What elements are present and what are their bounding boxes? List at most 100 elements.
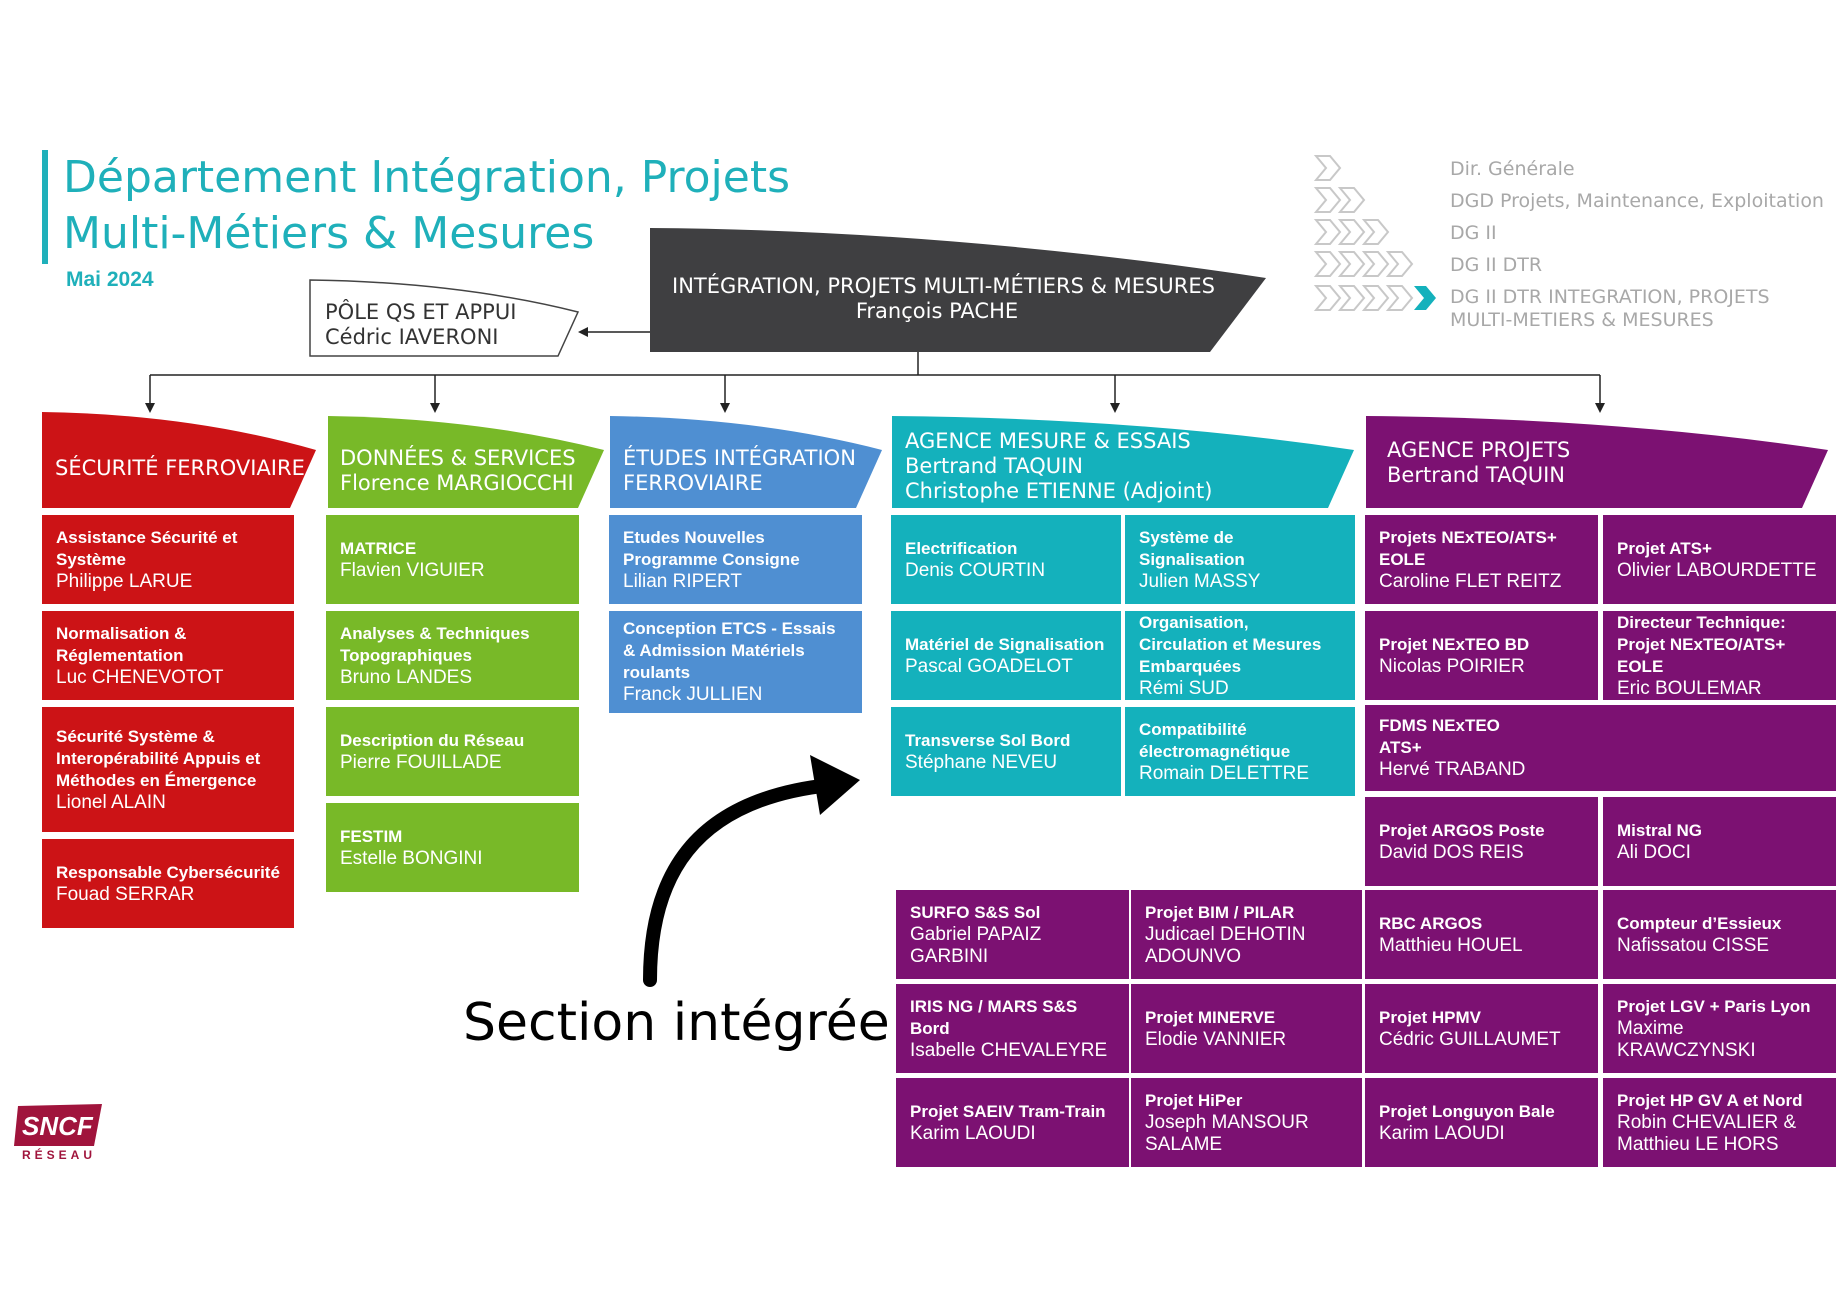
etudes-head-shape: [610, 416, 882, 508]
top-title: INTÉGRATION, PROJETS MULTI-MÉTIERS & MES…: [672, 274, 1215, 298]
box-person: Caroline FLET REITZ: [1379, 570, 1562, 592]
section-annotation: Section intégrée: [463, 993, 890, 1053]
box-person: Ali DOCI: [1617, 841, 1691, 863]
box-person: Matthieu HOUEL: [1379, 934, 1523, 956]
box-title: Projet Longuyon Bale: [1379, 1101, 1555, 1121]
box-title: Système de Signalisation: [1139, 527, 1245, 569]
box-title: IRIS NG / MARS S&S Bord: [910, 996, 1078, 1038]
hierarchy-level-5b: MULTI-METIERS & MESURES: [1450, 309, 1714, 331]
box-person: Olivier LABOURDETTE: [1617, 559, 1817, 581]
box-person: Nafissatou CISSE: [1617, 934, 1770, 956]
box-title: Projet ARGOS Poste: [1379, 820, 1545, 840]
box-person: Maxime KRAWCZYNSKI: [1617, 1017, 1756, 1061]
title-line-2: Multi-Métiers & Mesures: [63, 208, 595, 259]
box-title: Description du Réseau: [340, 730, 525, 750]
box-title: Projet HP GV A et Nord: [1617, 1090, 1803, 1110]
box-person: Estelle BONGINI: [340, 847, 483, 869]
box-person: Isabelle CHEVALEYRE: [910, 1039, 1108, 1061]
agence-mesure-head-shape: [892, 416, 1354, 508]
mesure-box-4: Organisation, Circulation et Mesures Emb…: [1125, 611, 1355, 700]
hierarchy-level-4: DG II DTR: [1450, 254, 1543, 276]
box-title: Projet HiPer: [1145, 1090, 1243, 1110]
box-person: Karim LAOUDI: [1379, 1122, 1505, 1144]
box-person: Lilian RIPERT: [623, 570, 742, 592]
agence-mesure-title: AGENCE MESURE & ESSAIS: [905, 429, 1191, 453]
box-person: Joseph MANSOUR SALAME: [1145, 1111, 1309, 1155]
box-person: Hervé TRABAND: [1379, 759, 1526, 780]
box-title: Normalisation & Réglementation: [56, 623, 187, 665]
hierarchy-chevrons-icon: [1313, 155, 1436, 311]
svg-text:SNCF: SNCF: [22, 1111, 94, 1141]
box-person: Gabriel PAPAIZ GARBINI: [910, 923, 1042, 967]
reseau-label: RÉSEAU: [22, 1148, 97, 1162]
projets-box-2: Projet ATS+Olivier LABOURDETTE: [1603, 515, 1836, 604]
box-person: David DOS REIS: [1379, 841, 1524, 863]
agence-mesure-person: Bertrand TAQUIN: [905, 454, 1084, 478]
box-title: Directeur Technique: Projet NExTEO/ATS+ …: [1617, 612, 1786, 676]
box-title: Compteur d’Essieux: [1617, 913, 1782, 933]
hierarchy-level-2: DGD Projets, Maintenance, Exploitation: [1450, 190, 1824, 212]
pole-person: Cédric IAVERONI: [325, 325, 499, 349]
agence-projets-head-shape: [1366, 416, 1828, 508]
box-title: Analyses & Techniques Topographiques: [340, 623, 530, 665]
box-title: Assistance Sécurité et Système: [56, 527, 238, 569]
agence-projets-person: Bertrand TAQUIN: [1387, 463, 1566, 487]
box-person: Denis COURTIN: [905, 559, 1046, 581]
box-title: Compatibilité électromagnétique: [1139, 719, 1291, 761]
box-title: Matériel de Signalisation: [905, 634, 1105, 654]
box-title: Projet NExTEO BD: [1379, 634, 1530, 654]
box-title: Projet BIM / PILAR: [1145, 902, 1295, 922]
date-label: Mai 2024: [66, 268, 154, 291]
box-person: Flavien VIGUIER: [340, 559, 485, 581]
securite-box-3: Sécurité Système & Interopérabilité Appu…: [42, 707, 294, 832]
box-title: Projet HPMV: [1379, 1007, 1482, 1027]
curved-arrow-icon: [643, 755, 860, 987]
securite-head-shape: [42, 412, 316, 508]
title-accent-bar: [42, 150, 48, 264]
donnees-head: DONNÉES & SERVICES Florence MARGIOCCHI: [340, 446, 576, 496]
box-person: Pascal GOADELOT: [905, 655, 1073, 677]
box-title: Transverse Sol Bord: [905, 730, 1071, 750]
box-person: Judicael DEHOTIN ADOUNVO: [1145, 923, 1306, 967]
box-title: FESTIM: [340, 826, 403, 846]
box-title: Projets NExTEO/ATS+ EOLE: [1379, 527, 1557, 569]
box-person: Robin CHEVALIER & Matthieu LE HORS: [1617, 1111, 1797, 1155]
page-title: Département Intégration, Projets Multi-M…: [63, 150, 790, 262]
securite-head: SÉCURITÉ FERROVIAIRE: [55, 456, 305, 480]
agence-mesure-head: AGENCE MESURE & ESSAIS Bertrand TAQUIN C…: [905, 429, 1212, 504]
donnees-head-shape: [328, 416, 604, 508]
sncf-logo-icon: SNCF: [14, 1104, 102, 1146]
box-person: Philippe LARUE: [56, 570, 193, 592]
hierarchy-level-5: DG II DTR INTEGRATION, PROJETS: [1450, 286, 1770, 308]
top-person: François PACHE: [855, 299, 1019, 323]
box-person: Julien MASSY: [1139, 570, 1261, 592]
projets-box-5: FDMS NExTEO ATS+Hervé TRABAND: [1365, 705, 1836, 791]
box-title: RBC ARGOS: [1379, 913, 1483, 933]
etudes-title: ÉTUDES INTÉGRATION: [623, 446, 856, 470]
box-title: Projet MINERVE: [1145, 1007, 1276, 1027]
box-title: MATRICE: [340, 538, 417, 558]
pole-qs: PÔLE QS ET APPUI Cédric IAVERONI: [325, 300, 516, 350]
agence-projets-head: AGENCE PROJETS Bertrand TAQUIN: [1387, 438, 1570, 488]
etudes-title-2: FERROVIAIRE: [623, 471, 763, 495]
etudes-head: ÉTUDES INTÉGRATION FERROVIAIRE: [623, 446, 856, 496]
